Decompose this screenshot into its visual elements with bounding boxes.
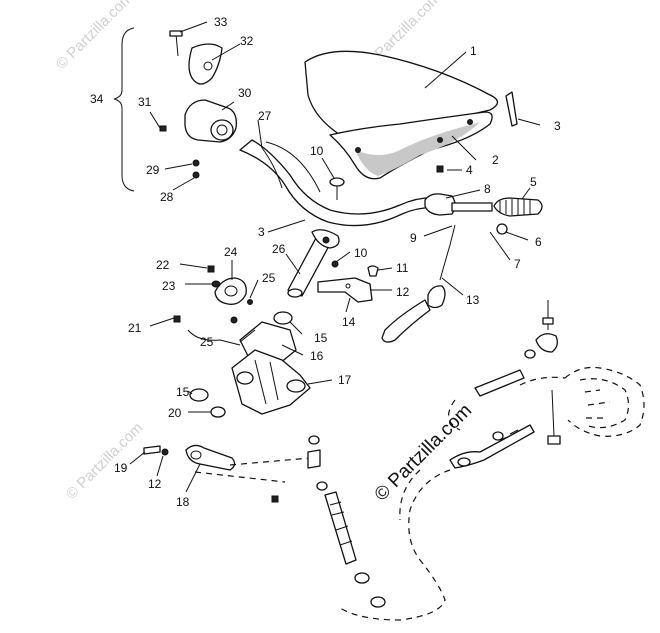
callout-3-left: 3: [258, 225, 265, 239]
pitman-arm: [143, 444, 236, 471]
callout-8: 8: [484, 182, 491, 196]
callout-12-mid: 12: [396, 285, 410, 299]
callout-2: 2: [492, 153, 499, 167]
group-bracket-34: [113, 27, 135, 192]
callout-23: 23: [162, 279, 176, 293]
callout-1: 1: [470, 44, 477, 58]
callout-14: 14: [342, 315, 356, 329]
callout-31: 31: [138, 95, 152, 109]
washer-20: [210, 406, 226, 418]
leader-lines: [129, 21, 541, 493]
tie-rod-right: [449, 300, 561, 469]
callout-30: 30: [238, 86, 252, 100]
pivot-plate: [207, 265, 253, 305]
throttle-assembly: [159, 30, 237, 179]
kill-switch-tether: [381, 224, 456, 343]
callout-22: 22: [156, 258, 170, 272]
callout-4: 4: [466, 163, 473, 177]
steering-support: [173, 315, 311, 415]
callout-21: 21: [128, 321, 142, 335]
bushing-15-lower: [189, 388, 209, 402]
callout-28: 28: [160, 190, 174, 204]
callout-13: 13: [466, 293, 480, 307]
callout-3-top: 3: [554, 119, 561, 133]
spindle-hub-outline: [339, 366, 645, 621]
callout-24: 24: [224, 245, 238, 259]
watermark-bottom-center: © Partzilla.com: [371, 400, 476, 505]
screw-3-top: [505, 91, 518, 127]
handlebar-pad: [304, 50, 499, 180]
callout-15-lower: 15: [176, 385, 190, 399]
bolt-lower: [271, 495, 279, 503]
callout-20: 20: [168, 406, 182, 420]
callout-15-upper: 15: [314, 331, 328, 345]
callout-10-top: 10: [310, 144, 324, 158]
callout-34: 34: [90, 92, 104, 106]
callout-26: 26: [272, 242, 286, 256]
bracket-14: [317, 265, 379, 303]
bushing-15-top: [273, 311, 293, 325]
callout-11: 11: [396, 261, 409, 275]
callout-25-upper: 25: [262, 271, 276, 285]
callout-12-lower: 12: [148, 477, 162, 491]
callout-33: 33: [214, 15, 228, 29]
callout-16: 16: [310, 349, 324, 363]
callout-numbers: 1 2 3 3 4 5 6 7 8 9 10 10 11 12 12 13 14…: [90, 15, 561, 509]
tie-rod-left: [307, 435, 386, 608]
callout-17: 17: [338, 373, 352, 387]
cap-10: [329, 177, 345, 187]
callout-7: 7: [514, 257, 521, 271]
callout-19: 19: [114, 461, 128, 475]
callout-25-lower: 25: [200, 335, 214, 349]
callout-32: 32: [240, 34, 254, 48]
callout-6: 6: [535, 235, 542, 249]
callout-10-mid: 10: [354, 246, 368, 260]
tie-rod-path-2: [194, 471, 286, 483]
bolt-4: [436, 165, 444, 173]
tie-rod-path: [229, 457, 311, 466]
callout-29: 29: [146, 163, 160, 177]
grip-assembly: [424, 193, 543, 235]
callout-5: 5: [530, 175, 537, 189]
callout-18: 18: [176, 495, 190, 509]
callout-9: 9: [410, 231, 417, 245]
callout-27: 27: [258, 109, 272, 123]
steering-post: [287, 229, 340, 298]
